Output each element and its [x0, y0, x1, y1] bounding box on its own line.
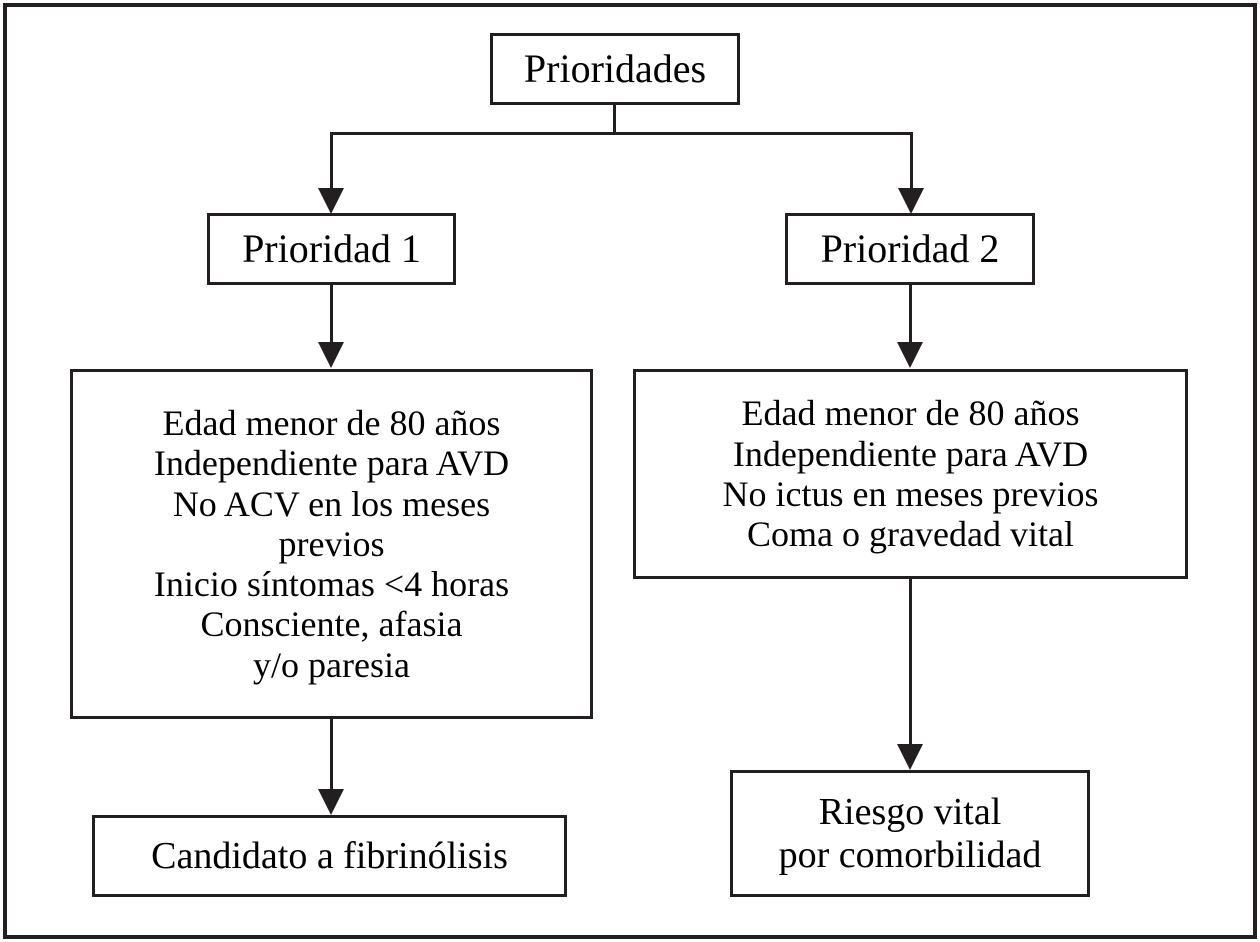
- arrowhead-criteria-2-to-outcome-2: [897, 744, 923, 770]
- arrowhead-root-to-priority-1: [318, 188, 344, 214]
- node-criterios-prioridad-1: Edad menor de 80 años Independiente para…: [70, 369, 593, 719]
- node-riesgo-vital: Riesgo vital por comorbilidad: [730, 770, 1090, 897]
- node-prioridad-2-label: Prioridad 2: [820, 225, 1000, 271]
- node-criterios-prioridad-1-label: Edad menor de 80 años Independiente para…: [153, 402, 510, 685]
- connector-root-to-priority-1: [330, 132, 333, 192]
- node-prioridades-label: Prioridades: [523, 45, 707, 91]
- node-prioridad-1-label: Prioridad 1: [242, 225, 421, 271]
- node-criterios-prioridad-2-label: Edad menor de 80 años Independiente para…: [722, 393, 1099, 555]
- connector-priority-2-to-criteria-2: [909, 285, 912, 345]
- arrowhead-priority-1-to-criteria-1: [318, 342, 344, 368]
- node-prioridad-2: Prioridad 2: [785, 213, 1035, 285]
- arrowhead-priority-2-to-criteria-2: [897, 342, 923, 368]
- node-prioridades: Prioridades: [490, 33, 740, 105]
- connector-criteria-2-to-outcome-2: [909, 579, 912, 746]
- arrowhead-root-to-priority-2: [898, 188, 924, 214]
- node-criterios-prioridad-2: Edad menor de 80 años Independiente para…: [633, 369, 1188, 579]
- arrowhead-criteria-1-to-outcome-1: [318, 789, 344, 815]
- connector-root-stem: [613, 105, 616, 135]
- node-riesgo-vital-label: Riesgo vital por comorbilidad: [778, 790, 1042, 876]
- connector-root-to-priority-2: [910, 132, 913, 192]
- node-prioridad-1: Prioridad 1: [207, 213, 456, 285]
- connector-priority-1-to-criteria-1: [330, 285, 333, 345]
- node-candidato-fibrinolisis-label: Candidato a fibrinólisis: [151, 834, 508, 877]
- connector-criteria-1-to-outcome-1: [330, 719, 333, 791]
- connector-root-bar: [330, 132, 913, 135]
- node-candidato-fibrinolisis: Candidato a fibrinólisis: [92, 815, 567, 897]
